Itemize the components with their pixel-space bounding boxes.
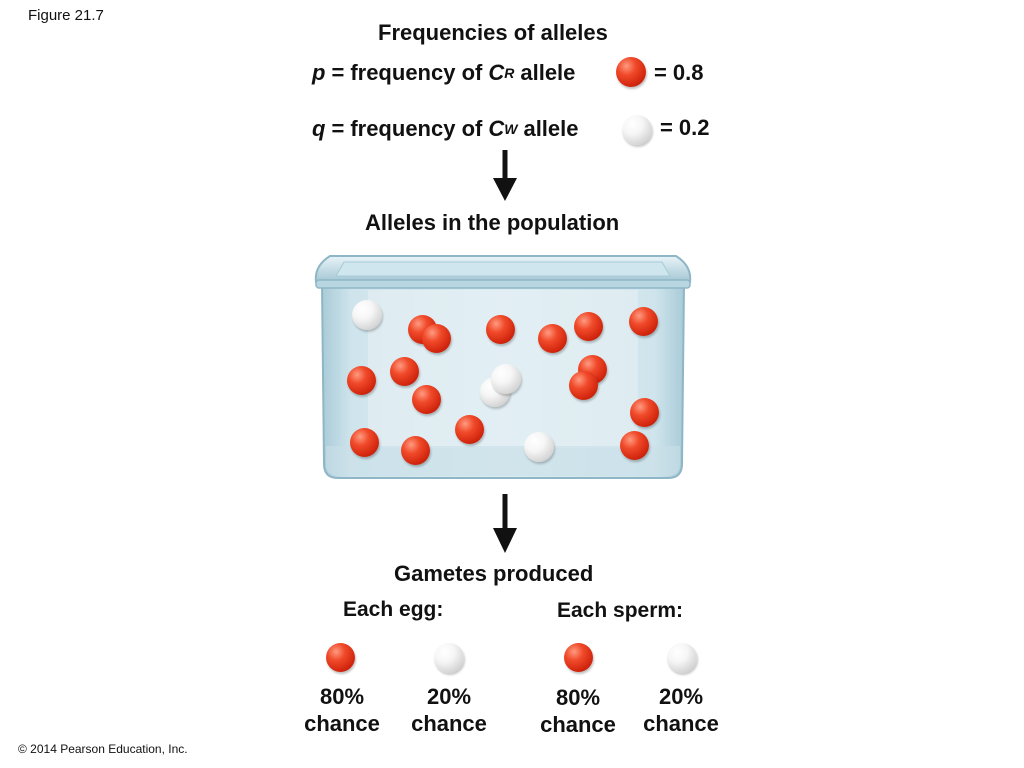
red-allele-ball: [569, 371, 598, 400]
red-allele-ball: [401, 436, 430, 465]
chance-word: chance: [643, 711, 719, 736]
red-allele-ball: [630, 398, 659, 427]
red-allele-ball: [629, 307, 658, 336]
white-allele-ball: [491, 364, 521, 394]
population-title: Alleles in the population: [365, 210, 620, 235]
white-allele-ball: [352, 300, 382, 330]
chance-word: chance: [304, 711, 380, 736]
sperm-red-allele-icon: [564, 643, 593, 672]
egg-red-chance: 80% chance: [287, 683, 397, 737]
white-allele-ball: [524, 432, 554, 462]
red-allele-ball: [486, 315, 515, 344]
chance-percent: 80%: [555, 685, 601, 710]
equals-sign: =: [331, 116, 345, 141]
allele-word: allele: [523, 116, 579, 141]
red-allele-ball: [620, 431, 649, 460]
sperm-red-chance: 80% chance: [523, 684, 633, 738]
red-allele-ball: [574, 312, 603, 341]
copyright: © 2014 Pearson Education, Inc.: [18, 742, 188, 756]
allele-word: allele: [520, 60, 576, 85]
chance-percent: 20%: [426, 684, 472, 709]
frequency-text: frequency of: [350, 116, 483, 141]
egg-label: Each egg:: [343, 598, 444, 621]
chance-percent: 20%: [658, 684, 704, 709]
sperm-white-chance: 20% chance: [626, 683, 736, 737]
white-allele-icon: [622, 115, 652, 145]
frequency-text: frequency of: [350, 60, 483, 85]
red-allele-ball: [422, 324, 451, 353]
variable-q: q: [312, 116, 326, 141]
red-allele-ball: [412, 385, 441, 414]
p-value-number: 0.8: [672, 60, 704, 85]
allele-superscript: W: [504, 121, 518, 137]
down-arrow-icon: [493, 150, 517, 201]
chance-word: chance: [411, 711, 487, 736]
down-arrow-icon: [493, 494, 517, 553]
equals-sign: =: [654, 60, 667, 85]
red-allele-ball: [538, 324, 567, 353]
allele-symbol: C: [488, 116, 505, 141]
p-value: = 0.8: [654, 60, 703, 86]
egg-white-chance: 20% chance: [394, 683, 504, 737]
sperm-white-allele-icon: [667, 643, 697, 673]
chance-percent: 80%: [319, 684, 365, 709]
gametes-title: Gametes produced: [394, 561, 594, 586]
red-allele-ball: [390, 357, 419, 386]
egg-white-allele-icon: [434, 643, 464, 673]
frequencies-title: Frequencies of alleles: [378, 20, 608, 45]
red-allele-ball: [347, 366, 376, 395]
red-allele-icon: [616, 57, 646, 87]
allele-symbol: C: [488, 60, 505, 85]
q-value: = 0.2: [660, 115, 709, 141]
figure-label: Figure 21.7: [28, 7, 104, 24]
equals-sign: =: [660, 115, 673, 140]
chance-word: chance: [540, 712, 616, 737]
egg-red-allele-icon: [326, 643, 355, 672]
equals-sign: =: [331, 60, 345, 85]
red-allele-ball: [455, 415, 484, 444]
q-value-number: 0.2: [678, 115, 710, 140]
variable-p: p: [312, 60, 326, 85]
sperm-label: Each sperm:: [557, 599, 684, 622]
red-allele-ball: [350, 428, 379, 457]
allele-superscript: R: [504, 65, 515, 81]
